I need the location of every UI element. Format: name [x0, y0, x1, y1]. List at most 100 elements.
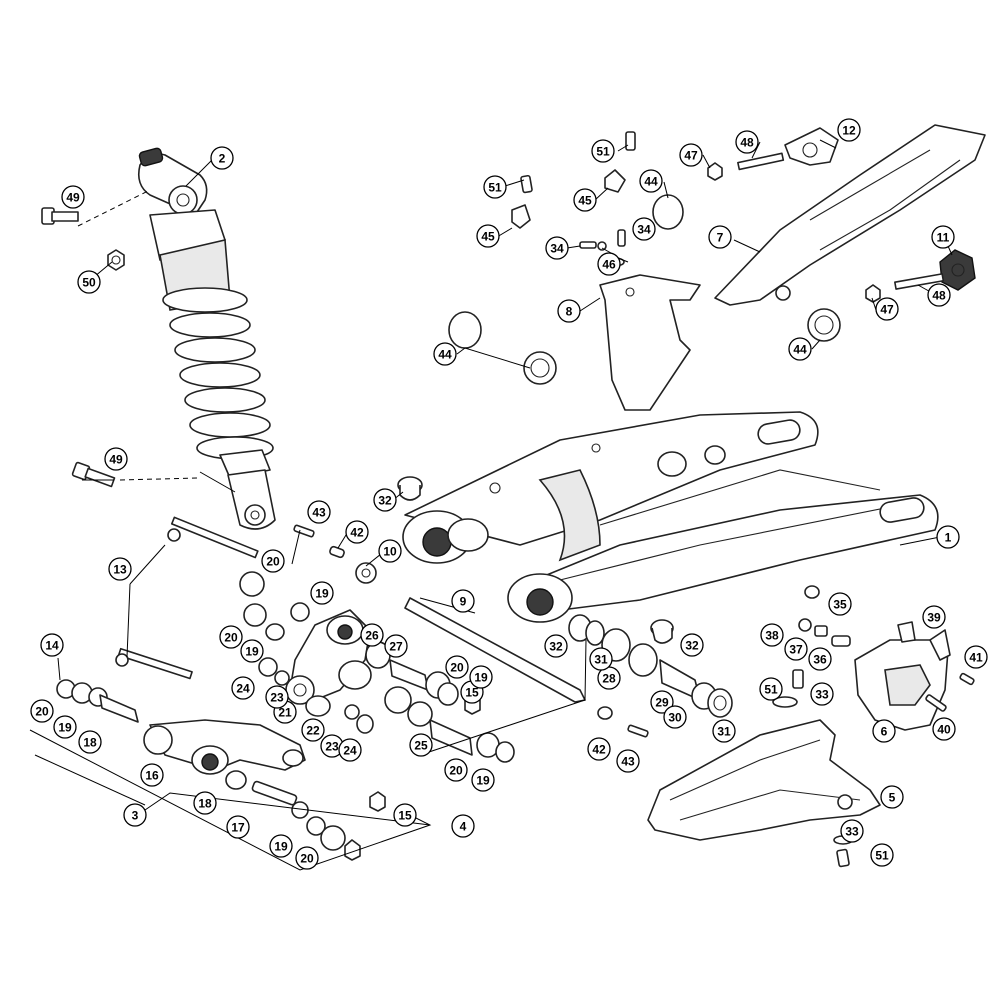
- callout-number: 51: [488, 181, 502, 195]
- callout-number: 33: [815, 688, 829, 702]
- pivot-spacers: [293, 524, 649, 738]
- callout-number: 15: [465, 686, 479, 700]
- callout-number: 39: [927, 611, 941, 625]
- callout-number: 38: [765, 629, 779, 643]
- callout-38: 38: [760, 623, 784, 647]
- callout-18: 18: [78, 730, 102, 754]
- callout-45: 45: [476, 224, 500, 248]
- callout-number: 9: [460, 595, 467, 609]
- callout-number: 36: [813, 653, 827, 667]
- callout-36: 36: [808, 647, 832, 671]
- callout-number: 28: [602, 672, 616, 686]
- callout-number: 23: [325, 740, 339, 754]
- callout-46: 46: [597, 252, 621, 276]
- axle-adjuster-right: [784, 127, 839, 166]
- callout-number: 44: [793, 343, 807, 357]
- callout-20: 20: [445, 655, 469, 679]
- callout-19: 19: [469, 665, 493, 689]
- callout-4: 4: [451, 814, 475, 838]
- callout-number: 25: [414, 739, 428, 753]
- callout-47: 47: [875, 297, 899, 321]
- callout-20: 20: [219, 625, 243, 649]
- callout-34: 34: [545, 236, 569, 260]
- callout-18: 18: [193, 791, 217, 815]
- callout-number: 22: [306, 724, 320, 738]
- callout-number: 31: [594, 653, 608, 667]
- callout-24: 24: [231, 676, 255, 700]
- callout-29: 29: [650, 690, 674, 714]
- callout-35: 35: [828, 592, 852, 616]
- swingarm: [402, 411, 939, 623]
- callout-number: 5: [889, 791, 896, 805]
- callout-51: 51: [759, 677, 783, 701]
- callout-number: 48: [740, 136, 754, 150]
- callout-number: 30: [668, 711, 682, 725]
- callout-number: 3: [132, 809, 139, 823]
- callout-32: 32: [544, 634, 568, 658]
- callout-3: 3: [123, 803, 147, 827]
- callout-43: 43: [616, 749, 640, 773]
- callout-number: 16: [145, 769, 159, 783]
- connecting-rod: [56, 679, 386, 861]
- callout-22: 22: [301, 718, 325, 742]
- callout-number: 4: [460, 820, 467, 834]
- callout-14: 14: [40, 633, 64, 657]
- callout-number: 41: [969, 651, 983, 665]
- callout-number: 34: [637, 223, 651, 237]
- callout-44: 44: [433, 342, 457, 366]
- callout-number: 45: [578, 194, 592, 208]
- callout-number: 18: [83, 736, 97, 750]
- callout-number: 19: [58, 721, 72, 735]
- callout-10: 10: [378, 539, 402, 563]
- callout-19: 19: [269, 834, 293, 858]
- callout-51: 51: [483, 175, 507, 199]
- callout-48: 48: [927, 283, 951, 307]
- callout-number: 29: [655, 696, 669, 710]
- callout-number: 34: [550, 242, 564, 256]
- callout-33: 33: [840, 819, 864, 843]
- linkage-bolt: [115, 516, 259, 680]
- callout-number: 2: [219, 152, 226, 166]
- callout-number: 20: [449, 764, 463, 778]
- callout-number: 24: [236, 682, 250, 696]
- callout-31: 31: [712, 719, 736, 743]
- callout-number: 42: [592, 743, 606, 757]
- callout-number: 47: [684, 149, 698, 163]
- callout-47: 47: [679, 143, 703, 167]
- callout-51: 51: [591, 139, 615, 163]
- callout-number: 18: [198, 797, 212, 811]
- callout-number: 20: [35, 705, 49, 719]
- callout-number: 51: [875, 849, 889, 863]
- callout-number: 20: [266, 555, 280, 569]
- callout-balloons: 1234567891011121314151516171818191919191…: [30, 118, 988, 870]
- callout-number: 23: [270, 691, 284, 705]
- callout-2: 2: [210, 146, 234, 170]
- callout-39: 39: [922, 605, 946, 629]
- callout-33: 33: [810, 682, 834, 706]
- chain-guide: [854, 629, 951, 731]
- callout-26: 26: [360, 623, 384, 647]
- cable-clip: [511, 169, 626, 229]
- callout-number: 19: [315, 587, 329, 601]
- callout-19: 19: [310, 581, 334, 605]
- callout-number: 48: [932, 289, 946, 303]
- callout-13: 13: [108, 557, 132, 581]
- callout-27: 27: [384, 634, 408, 658]
- callout-number: 20: [450, 661, 464, 675]
- callout-6: 6: [872, 719, 896, 743]
- callout-49: 49: [61, 185, 85, 209]
- callout-number: 43: [312, 506, 326, 520]
- callout-number: 32: [549, 640, 563, 654]
- callout-number: 47: [880, 303, 894, 317]
- callout-17: 17: [226, 815, 250, 839]
- callout-number: 26: [365, 629, 379, 643]
- callout-48: 48: [735, 130, 759, 154]
- callout-number: 12: [842, 124, 856, 138]
- callout-20: 20: [444, 758, 468, 782]
- pivot-shaft: [404, 597, 586, 703]
- callout-number: 40: [937, 723, 951, 737]
- callout-20: 20: [295, 846, 319, 870]
- callout-25: 25: [409, 733, 433, 757]
- callout-number: 19: [476, 774, 490, 788]
